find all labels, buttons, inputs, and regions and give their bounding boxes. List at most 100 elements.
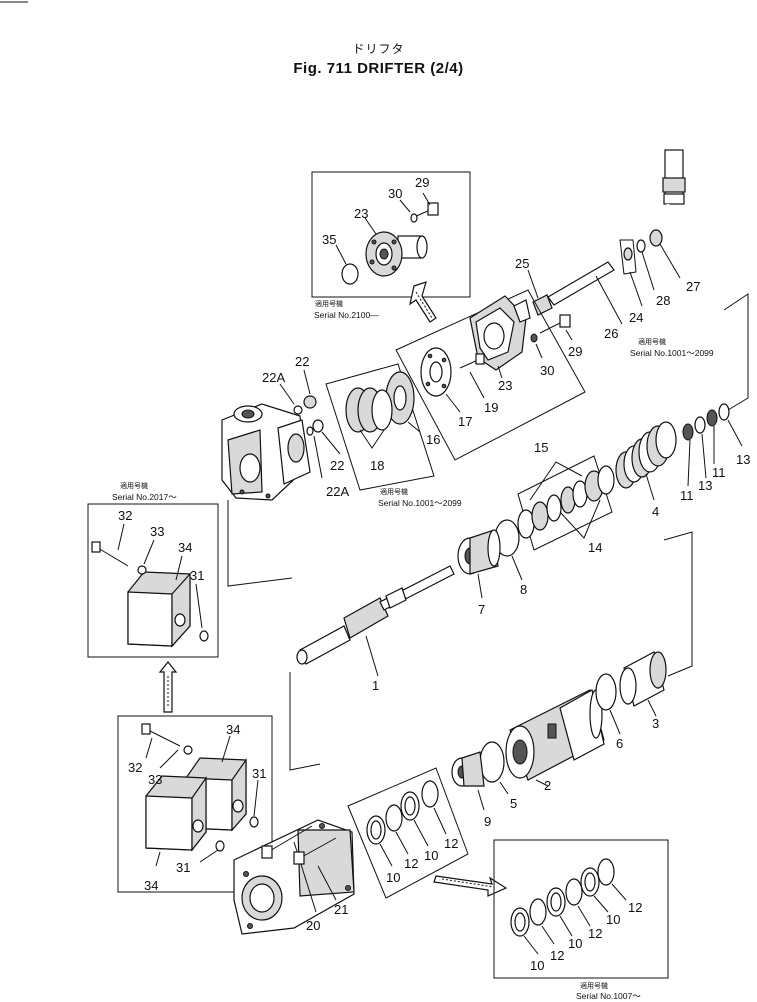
callout-17: 17 — [458, 414, 472, 429]
cover-23 — [469, 295, 531, 371]
callout-32: 32 — [128, 760, 142, 775]
callout-16: 16 — [426, 432, 440, 447]
callout-19: 19 — [484, 400, 498, 415]
callout-33: 33 — [148, 772, 162, 787]
callout-12: 12 — [444, 836, 458, 851]
oring-6 — [595, 673, 617, 711]
accumulator-34 — [127, 571, 191, 648]
callout-11: 11 — [712, 465, 726, 480]
serial-label-jp: 適用号機 — [120, 481, 148, 490]
fitting-24 — [623, 247, 633, 261]
callout-35: 35 — [322, 232, 336, 247]
callout-25: 25 — [515, 256, 529, 271]
oring-28 — [636, 239, 646, 253]
sleeve-3: 3 — [619, 651, 667, 731]
plate-18 — [345, 387, 393, 433]
washer-30-inset — [410, 213, 418, 223]
cylinder-2: 2 — [505, 689, 605, 793]
seal-group-11-13: 11 13 11 13 — [680, 403, 750, 503]
callout-33: 33 — [150, 524, 164, 539]
callout-24: 24 — [629, 310, 643, 325]
callout-1: 1 — [372, 678, 379, 693]
washer-22a — [293, 405, 303, 415]
figure-title: Fig. 711 DRIFTER (2/4) — [293, 60, 464, 77]
callout-29: 29 — [415, 175, 429, 190]
callout-6: 6 — [616, 736, 623, 751]
arrow-to-inset-1007 — [433, 875, 508, 897]
inset-serial-1007: 10 12 10 12 10 12 — [493, 839, 669, 979]
callout-10: 10 — [530, 958, 544, 973]
serial-label: Serial No.1001～2099 — [378, 498, 462, 508]
callout-30: 30 — [388, 186, 402, 201]
serial-label-jp: 適用号機 — [315, 299, 343, 308]
inset-serial-2100: 29 30 23 35 適用号機 Serial No.2100— — [311, 171, 471, 320]
oring-35 — [341, 263, 359, 285]
callout-9: 9 — [484, 814, 491, 829]
nut-22 — [312, 419, 324, 433]
shank-rod-1: 1 — [296, 565, 455, 693]
callout-8: 8 — [520, 582, 527, 597]
oring-5 — [479, 741, 505, 783]
callout-13: 13 — [736, 452, 750, 467]
callout-4: 4 — [652, 504, 659, 519]
callout-30: 30 — [540, 363, 554, 378]
cover-group: 29 30 23 19 17 — [395, 289, 586, 461]
callout-34: 34 — [144, 878, 158, 893]
callout-26: 26 — [604, 326, 618, 341]
spring-pack-4: 4 — [615, 421, 677, 519]
callout-31: 31 — [190, 568, 204, 583]
hose-fitting-group: 27 28 24 — [619, 149, 700, 325]
cover-23-inset — [365, 231, 428, 277]
callout-22a: 22A — [262, 370, 285, 385]
callout-22: 22 — [330, 458, 344, 473]
serial-label: Serial No.1007～ — [576, 991, 641, 1001]
serial-label-jp: 適用号機 — [380, 487, 408, 496]
callout-12: 12 — [588, 926, 602, 941]
callout-23: 23 — [354, 206, 368, 221]
serial-label-jp: 適用号機 — [580, 981, 608, 990]
callout-31: 31 — [176, 860, 190, 875]
callout-10: 10 — [386, 870, 400, 885]
callout-31: 31 — [252, 766, 266, 781]
callout-3: 3 — [652, 716, 659, 731]
callout-5: 5 — [510, 796, 517, 811]
callout-14: 14 — [588, 540, 602, 555]
plate-16 — [385, 371, 415, 425]
callout-32: 32 — [118, 508, 132, 523]
callout-12: 12 — [404, 856, 418, 871]
callout-10: 10 — [606, 912, 620, 927]
front-head-housing — [221, 403, 311, 501]
callout-10: 10 — [568, 936, 582, 951]
washer-22a — [306, 426, 314, 436]
serial-label-jp: 適用号機 — [638, 337, 666, 346]
nut-22 — [303, 395, 317, 409]
oring-31 — [199, 630, 209, 642]
bolt-21: 21 — [293, 837, 348, 917]
elbow-27 — [649, 229, 663, 247]
callout-22: 22 — [295, 354, 309, 369]
bushing-9: 9 — [451, 751, 491, 829]
seal-box-10-12: 10 12 10 12 — [347, 767, 469, 899]
accumulator-34-left — [145, 775, 207, 852]
callout-11: 11 — [680, 488, 694, 503]
callout-10: 10 — [424, 848, 438, 863]
callout-12: 12 — [628, 900, 642, 915]
serial-label: Serial No.2100— — [314, 310, 379, 320]
callout-34: 34 — [178, 540, 192, 555]
accumulator-group: 34 32 33 31 31 34 — [117, 715, 273, 893]
callout-13: 13 — [698, 478, 712, 493]
adapter-25: 25 — [515, 256, 553, 316]
callout-12: 12 — [550, 948, 564, 963]
callout-21: 21 — [334, 902, 348, 917]
valve-plates-group: 16 18 22 22A — [306, 363, 440, 499]
serial-label: Serial No.2017～ — [112, 492, 177, 502]
callout-34: 34 — [226, 722, 240, 737]
serial-label: Serial No.1001～2099 — [630, 348, 714, 358]
callout-7: 7 — [478, 602, 485, 617]
pipe-26: 26 — [547, 261, 623, 341]
gasket-17 — [420, 347, 452, 397]
bushing-7: 7 — [457, 529, 501, 617]
callout-22a: 22A — [326, 484, 349, 499]
callout-27: 27 — [686, 279, 700, 294]
callout-28: 28 — [656, 293, 670, 308]
